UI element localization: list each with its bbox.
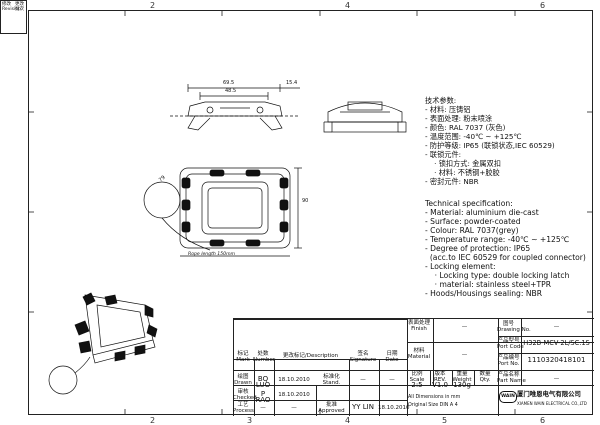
tb-date-stand: — [389,377,395,383]
grid-top-4: 4 [345,1,351,10]
tb-header-date: 日期 Date [385,351,399,363]
tb-material-label: 材料 Material [407,348,431,360]
tb-drawing-value: — [553,324,560,330]
tb-finish-value: — [461,324,468,330]
front-view-drawing [170,84,300,131]
spec-cn-line-2: - 表面处理: 粉末喷涂 [425,114,493,123]
tb-rev-value: V1.0 [432,381,448,389]
tb-product-no-value: 1110320418101 [527,356,586,364]
tb-weight-label: 重量 Weight [452,371,472,383]
revision-header: 修改 Revision [2,2,21,12]
grid-bottom-2: 2 [150,416,156,425]
spec-en-line-4: - Temperature range: -40℃ ~ +125℃ [425,235,570,244]
tb-date-checked: 18.10.2010 [278,392,310,398]
tb-name-stand: — [360,377,366,383]
cable-length-label: Rope length 150mm [188,252,236,257]
dimension-d2: 48.5 [225,88,237,94]
tb-product-code-value: H32B-MCV-2L/SC.1S [523,339,590,347]
spec-cn-title: 技术参数: [425,96,457,105]
spec-cn-line-8: · 材料: 不锈钢+胶胶 [425,168,500,177]
spec-en-line-8: · Locking type: double locking latch [425,271,570,280]
tb-qty-value: — [481,381,489,389]
spec-cn-line-5: - 防护等级: IP65 (联锁状态,IEC 60529) [425,141,555,150]
tb-material-value: — [461,352,468,358]
tb-weight-value: 130g [453,381,471,389]
isometric-view-drawing [48,292,158,395]
grid-bottom-3: 3 [247,416,253,425]
spec-en-line-9: · material: stainless steel+TPR [425,280,552,289]
dimension-d1: 69.5 [223,80,235,86]
top-view-drawing [143,167,302,257]
spec-cn-line-7: · 锁扣方式: 金属双扣 [425,159,501,168]
revision-sub: 更改 批次 [15,2,24,12]
tb-note-dimensions: All Dimensions in mm [408,395,461,400]
tb-date-drawn: 18.10.2010 [278,377,310,383]
tb-role-approved: 批准 Approved [318,402,345,414]
spec-en-line-1: - Material: aluminium die-cast [425,208,539,217]
tb-date-approved: 18.10.2010 [378,405,410,411]
tb-finish-label: 表面处理 Finish [407,320,430,332]
tb-product-no-label: 产品编号 Port No. [497,355,520,367]
tb-qty-label: 数量 Qty. [479,371,491,383]
spec-en-line-10: - Hoods/Housings sealing: NBR [425,289,543,298]
tb-date-process: — [291,405,297,411]
tb-role-process: 工艺 Process [233,402,254,414]
dimension-d3: 15.4 [286,80,298,86]
tb-drawing-label: 图号 Drawing No. [497,321,531,333]
tb-rev-label: 版本 REV. [433,371,447,383]
tb-header-change: 更改标记/Description [282,353,339,359]
tb-name-drawn: BQ LUO [255,375,271,389]
tb-name-process: — [260,405,266,411]
side-view-drawing [323,101,407,133]
dimension-d5: 90 [302,198,309,204]
grid-top-6: 6 [540,1,546,10]
tb-header-signature: 签名 Signature [349,351,377,363]
tb-role-checked: 审核 Checked [233,389,257,401]
company-name-cn: 厦门唯恩电气有限公司 [517,390,581,398]
company-logo: WAIN [499,391,517,403]
spec-en-line-2: - Surface: powder-coated [425,217,521,226]
spec-en-line-3: - Colour: RAL 7037(grey) [425,226,519,235]
spec-en-title: Technical specification: [425,199,513,208]
tb-header-number: 处数 Number [253,351,276,363]
spec-cn-line-3: - 颜色: RAL 7037 (灰色) [425,123,506,132]
spec-en-line-7: - Locking element: [425,262,496,271]
grid-bottom-5: 5 [442,416,448,425]
spec-cn-line-6: - 联锁元件: [425,150,462,159]
drawing-frame [28,10,593,415]
tb-product-code-label: 产品型号 Port Code [497,338,524,350]
tb-name-approved: YY LIN [352,403,374,411]
tb-note-size: Original Size DIN A 4 [408,403,458,408]
spec-en-line-5: - Degree of protection: IP65 [425,244,531,253]
tb-product-name-label: 产品名称 Part Name [497,372,526,384]
spec-cn-line-9: - 密封元件: NBR [425,177,479,186]
tb-scale-value: 2:5 [411,381,423,389]
tb-role-drawn: 绘图 Drawn [234,374,252,386]
title-block [233,318,594,416]
company-name-en: XIAMEN WAIN ELECTRICAL CO.,LTD [517,401,587,406]
grid-bottom-4: 4 [345,416,351,425]
spec-cn-line-1: - 材料: 压铸铝 [425,105,471,114]
tb-scale-label: 比例 Scale [409,371,425,383]
tb-header-mark: 标记 Mark [236,351,250,363]
spec-cn-line-4: - 温度范围: -40℃ ~ +125℃ [425,132,522,141]
tb-product-name-value: — [553,376,560,382]
grid-bottom-6: 6 [540,416,546,425]
grid-top-2: 2 [150,1,156,10]
revision-box: 修改 Revision 更改 批次 [0,0,27,34]
tb-name-checked: P RAO [255,390,271,404]
tb-role-stand: 标准化 Stand. [322,374,341,386]
spec-en-line-6: (acc.to IEC 60529 for coupled connector) [425,253,586,262]
